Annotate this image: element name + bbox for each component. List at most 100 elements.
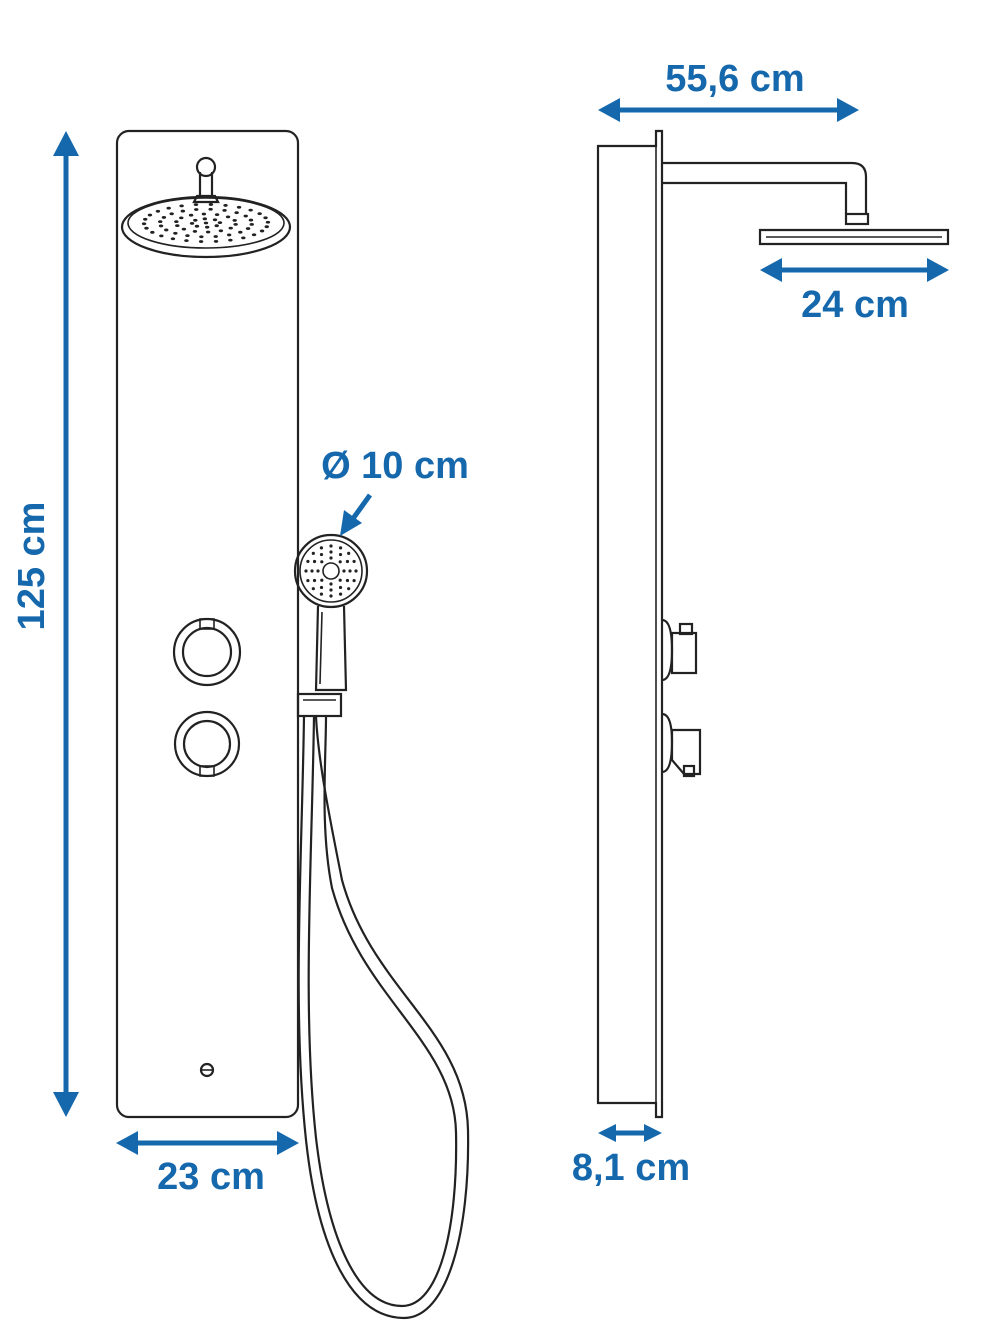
- rain-nozzle: [213, 239, 219, 243]
- rain-nozzle: [202, 217, 208, 221]
- rain-nozzle: [203, 221, 209, 225]
- hand-nozzle: [329, 556, 333, 560]
- side-view: [596, 129, 950, 1119]
- rain-nozzle: [214, 213, 220, 217]
- lower-knob-side: [661, 712, 702, 778]
- rain-shower-head-front: [120, 156, 292, 259]
- rain-nozzle: [208, 207, 213, 211]
- rain-nozzle: [212, 218, 218, 222]
- rain-nozzle: [144, 226, 149, 230]
- bottom-outlet: [199, 1062, 215, 1078]
- hand-nozzle: [319, 546, 324, 550]
- hand-nozzle: [312, 578, 317, 583]
- rain-nozzle: [141, 222, 147, 226]
- rain-nozzle: [208, 203, 214, 206]
- hand-nozzle: [319, 592, 324, 596]
- dimension-panel-depth: 8,1 cm: [572, 1124, 690, 1189]
- rain-nozzle: [223, 203, 228, 207]
- hand-nozzle: [354, 569, 358, 573]
- hand-nozzle: [348, 569, 352, 573]
- rain-nozzle: [225, 215, 231, 219]
- dimension-arm-reach: 55,6 cm: [598, 58, 859, 122]
- side-panel: [596, 129, 664, 1119]
- hand-nozzle: [329, 550, 333, 554]
- rain-nozzle: [241, 236, 246, 240]
- front-panel: [115, 129, 300, 1119]
- hand-nozzle: [329, 582, 333, 586]
- shower-hose: [297, 715, 470, 1320]
- panel-depth-label: 8,1 cm: [572, 1147, 690, 1189]
- rain-nozzle: [185, 234, 190, 238]
- hand-nozzle: [338, 560, 342, 564]
- hand-nozzle: [311, 587, 315, 591]
- rain-nozzle: [232, 218, 237, 222]
- hand-nozzle: [345, 559, 350, 564]
- hand-nozzle: [352, 559, 356, 564]
- rain-nozzle: [228, 238, 233, 242]
- hand-shower-nozzles: [304, 544, 358, 598]
- hand-nozzle: [347, 587, 351, 591]
- front-view: [115, 129, 470, 1320]
- upper-control-knob: [172, 617, 242, 687]
- rain-nozzle: [251, 233, 257, 237]
- rain-nozzle: [166, 206, 171, 210]
- rain-nozzle: [248, 208, 253, 212]
- hand-nozzle: [329, 594, 333, 598]
- rain-nozzle: [143, 217, 148, 221]
- rain-nozzle: [257, 212, 262, 216]
- rain-nozzle: [234, 211, 239, 215]
- hand-nozzle: [312, 559, 317, 564]
- hand-nozzle: [310, 569, 314, 573]
- rain-nozzle: [188, 213, 194, 217]
- rain-nozzle: [264, 225, 269, 229]
- rain-nozzle: [179, 204, 184, 208]
- rain-nozzle: [263, 216, 268, 220]
- hand-nozzle: [320, 578, 324, 582]
- hand-nozzle: [320, 560, 324, 564]
- rain-nozzle: [161, 216, 167, 219]
- hand-nozzle: [306, 578, 310, 583]
- height-label: 125 cm: [11, 502, 53, 631]
- shower-arm-side: [662, 161, 950, 246]
- hand-shower: [293, 533, 369, 718]
- rain-nozzle: [238, 230, 243, 234]
- rain-nozzle: [259, 229, 265, 233]
- rain-nozzle: [204, 225, 210, 229]
- rain-nozzles: [141, 203, 271, 243]
- hand-nozzle: [345, 578, 350, 583]
- arm-reach-label: 55,6 cm: [665, 58, 804, 100]
- rain-nozzle: [198, 240, 204, 243]
- rain-nozzle: [147, 213, 153, 217]
- upper-knob-side: [661, 618, 698, 682]
- rain-nozzle: [170, 237, 176, 241]
- rain-nozzle: [243, 214, 248, 218]
- rain-nozzle: [169, 212, 174, 216]
- rain-nozzle: [164, 228, 169, 232]
- rain-nozzle: [192, 229, 198, 233]
- dimension-height: 125 cm: [11, 131, 79, 1117]
- rain-nozzle: [226, 233, 232, 237]
- rain-nozzle: [228, 226, 233, 230]
- head-diameter-label: 24 cm: [801, 284, 909, 326]
- rain-nozzle: [201, 212, 207, 216]
- rain-nozzle: [184, 239, 189, 243]
- dimension-panel-width: 23 cm: [116, 1131, 299, 1198]
- rain-nozzle: [150, 230, 155, 234]
- rain-nozzle: [189, 221, 195, 225]
- rain-nozzle: [174, 220, 179, 224]
- panel-width-label: 23 cm: [157, 1156, 265, 1198]
- hand-nozzle: [306, 559, 310, 564]
- rain-nozzle: [236, 205, 242, 209]
- rain-nozzle: [181, 227, 187, 231]
- rain-nozzle: [233, 222, 238, 226]
- hand-nozzle: [338, 552, 343, 557]
- hand-nozzle: [304, 569, 308, 573]
- rain-nozzle: [218, 229, 224, 233]
- dimension-hand-shower-diameter: Ø 10 cm: [321, 445, 469, 536]
- hand-nozzle: [329, 588, 333, 592]
- rain-nozzle: [205, 230, 211, 234]
- hand-nozzle: [319, 552, 324, 557]
- dimension-head-diameter: 24 cm: [760, 258, 949, 326]
- rain-nozzle: [222, 208, 227, 212]
- rain-nozzle: [175, 224, 180, 228]
